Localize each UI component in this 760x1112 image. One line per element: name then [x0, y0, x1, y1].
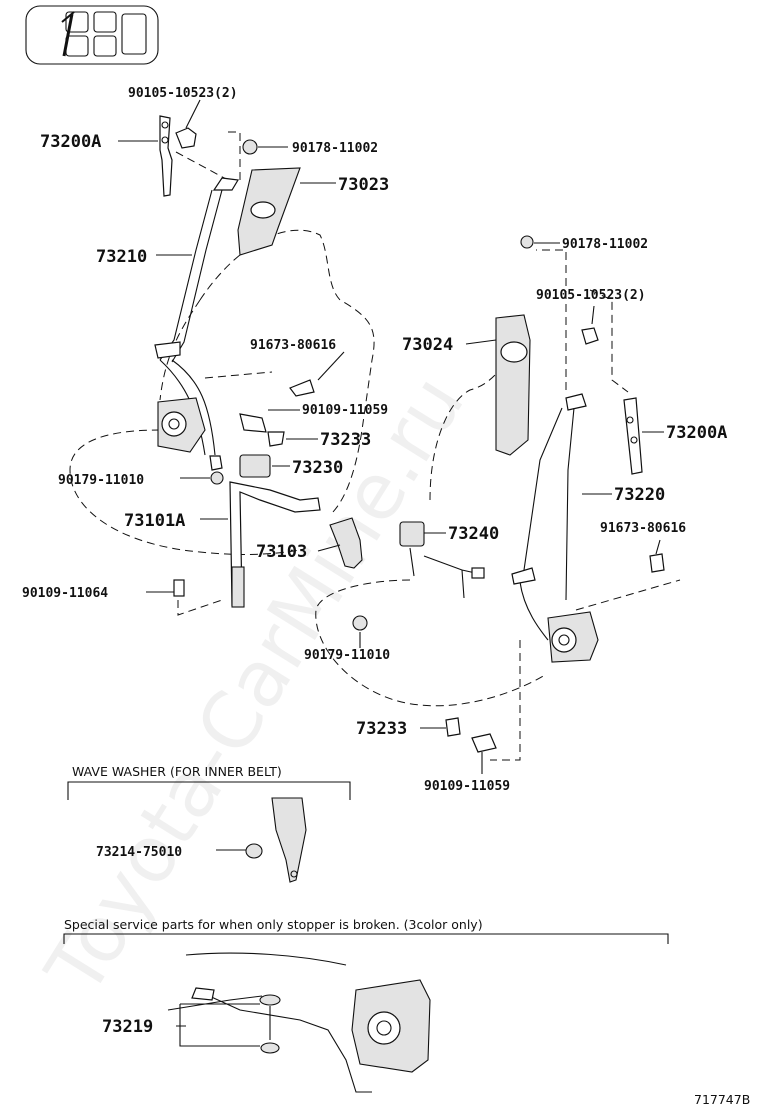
- label-90105-10523-top: 90105-10523(2): [128, 86, 238, 101]
- right-anchor-bracket-73200A: [623, 397, 643, 475]
- left-anchor-bracket-73200A: [159, 115, 241, 197]
- label-90105-10523-right: 90105-10523(2): [536, 288, 646, 303]
- label-73200A-right: 73200A: [666, 423, 727, 443]
- label-90178-11002-top: 90178-11002: [292, 141, 378, 156]
- wave-washer-note: WAVE WASHER (FOR INNER BELT): [72, 764, 282, 779]
- left-buckle-73230: [239, 454, 271, 478]
- part-labels: 90105-10523(2) 73200A 90178-11002 73023 …: [22, 86, 727, 1037]
- left-nut-90179: [210, 471, 224, 485]
- pillar-trim-73023: [237, 167, 301, 256]
- left-bolt-91673: [289, 379, 315, 397]
- right-bolt-90109-11059: [471, 733, 497, 753]
- left-nut-90178: [242, 139, 258, 155]
- right-seat-outline: [315, 249, 681, 761]
- label-90109-11059-right: 90109-11059: [424, 779, 510, 794]
- right-belt-73220: [511, 393, 599, 663]
- label-90109-11064: 90109-11064: [22, 586, 108, 601]
- label-73220: 73220: [614, 485, 665, 505]
- label-73214-75010: 73214-75010: [96, 845, 182, 860]
- label-73233-right: 73233: [356, 719, 407, 739]
- label-90179-11010-right: 90179-11010: [304, 648, 390, 663]
- right-nut-90179: [352, 615, 368, 631]
- label-90178-11002-right: 90178-11002: [562, 237, 648, 252]
- special-service-note: Special service parts for when only stop…: [64, 917, 483, 932]
- right-cover-73233: [445, 717, 461, 737]
- leader-lines: [118, 99, 664, 774]
- vehicle-locator-icon: [25, 5, 159, 65]
- left-bolt-90109-11059: [239, 413, 267, 433]
- left-belt-73210: [154, 177, 239, 471]
- left-cover-73233: [267, 431, 285, 447]
- label-91673-80616-left: 91673-80616: [250, 338, 336, 353]
- label-90179-11010-left: 90179-11010: [58, 473, 144, 488]
- left-bolt-90109-11064: [173, 579, 223, 616]
- right-bolt-90105: [581, 327, 599, 345]
- label-73210: 73210: [96, 247, 147, 267]
- right-nut-90178: [520, 235, 534, 249]
- pillar-trim-73024: [495, 314, 531, 456]
- right-bolt-91673: [649, 553, 665, 573]
- label-90109-11059-left: 90109-11059: [302, 403, 388, 418]
- figure-number: 717747B: [694, 1092, 750, 1107]
- label-73230: 73230: [292, 458, 343, 478]
- label-73233-left: 73233: [320, 430, 371, 450]
- label-73023: 73023: [338, 175, 389, 195]
- label-91673-80616-right: 91673-80616: [600, 521, 686, 536]
- label-73024: 73024: [402, 335, 453, 355]
- buckle-73240: [399, 521, 485, 599]
- label-73101A: 73101A: [124, 511, 185, 531]
- label-73219: 73219: [102, 1017, 153, 1037]
- label-73240: 73240: [448, 524, 499, 544]
- label-73200A-left: 73200A: [40, 132, 101, 152]
- inner-belt-73101A: [229, 481, 321, 608]
- wave-washer-section: [67, 781, 351, 883]
- label-73103: 73103: [256, 542, 307, 562]
- buckle-73103: [329, 517, 363, 569]
- special-service-section: [63, 933, 669, 1093]
